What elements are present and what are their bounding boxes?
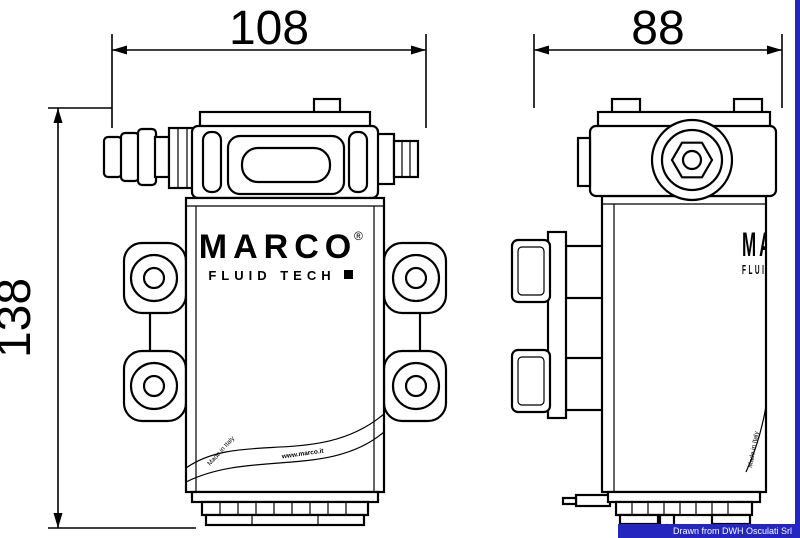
- motor-body-side: [600, 194, 768, 494]
- arrowhead-right-icon: [767, 45, 782, 55]
- dimension-138-label: 138: [0, 278, 41, 358]
- arrowhead-down-icon: [53, 513, 63, 528]
- head-screw: [201, 130, 223, 194]
- foot-pad: [204, 513, 366, 527]
- head-cover-slot: [240, 146, 332, 184]
- credit-text: Drawn from DWH Osculati Srl: [672, 526, 792, 536]
- tagline-square-icon: [344, 270, 353, 279]
- outlet-fitting: [374, 132, 420, 186]
- registered-mark-icon: ®: [354, 229, 363, 243]
- bracket-pad: [510, 238, 552, 304]
- foot-pad: [710, 513, 752, 526]
- front-view: MARCO ® FLUID TECH Made in Italy www.mar…: [102, 97, 448, 527]
- drain-fitting: [574, 493, 612, 508]
- side-mounting-bracket: [510, 230, 608, 420]
- right-mounting-flange: [378, 241, 448, 423]
- fitting-nut: [167, 126, 197, 190]
- brand-tagline: FLUID TECH: [208, 268, 335, 283]
- pump-head-side: [576, 97, 778, 202]
- dimension-88-label: 88: [631, 2, 684, 55]
- brand-name-fragment: MARCO: [742, 226, 800, 264]
- arrowhead-right-icon: [411, 45, 426, 55]
- brand-label: MARCO ® FLUID TECH: [199, 228, 363, 283]
- motor-body-front: [184, 196, 386, 494]
- arrowhead-left-icon: [534, 45, 549, 55]
- base-side: [561, 490, 762, 537]
- dimension-108-label: 108: [229, 2, 309, 55]
- left-mounting-flange: [122, 241, 192, 423]
- right-edge-strip: [795, 0, 800, 538]
- side-view: MARCO FLUID TECH Made in Italy: [510, 97, 800, 537]
- base-front: [190, 490, 380, 527]
- brand-name: MARCO: [199, 228, 357, 266]
- side-label-fragment: MARCO FLUID TECH: [742, 226, 800, 278]
- dimension-front-height: 138: [0, 107, 196, 529]
- foot-pad: [618, 513, 660, 526]
- hose-barb-fitting: [102, 126, 197, 190]
- pump-head-front: [190, 97, 380, 200]
- dimension-front-width: 108: [111, 2, 427, 128]
- arrowhead-left-icon: [112, 45, 127, 55]
- bracket-pad: [510, 348, 552, 414]
- brand-tagline-fragment: FLUID TECH: [742, 264, 800, 278]
- head-screw: [347, 130, 369, 194]
- arrowhead-up-icon: [53, 108, 63, 123]
- credit-bar: Drawn from DWH Osculati Srl: [618, 524, 800, 538]
- dimension-side-depth: 88: [533, 2, 783, 108]
